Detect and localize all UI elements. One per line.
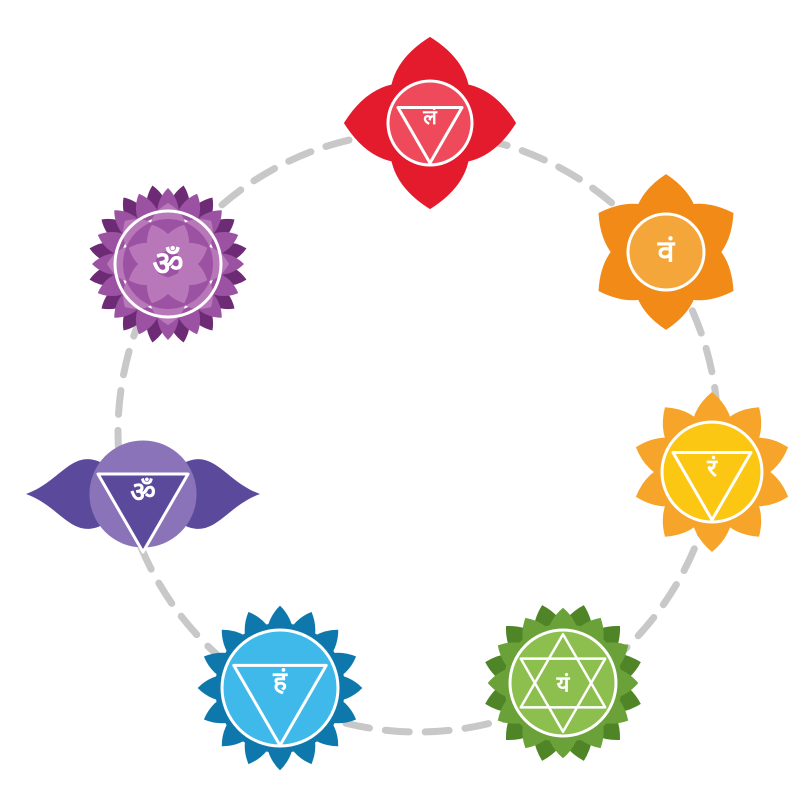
bija-symbol: रं bbox=[706, 454, 718, 482]
chakra-triangle bbox=[671, 451, 753, 522]
bija-symbol: यं bbox=[556, 673, 571, 698]
crown-chakra-icon: ॐ bbox=[89, 185, 247, 343]
chakra-triangle bbox=[396, 106, 464, 165]
bija-symbol: हं bbox=[272, 667, 288, 697]
chakra-group: लं वं रं यं हं ॐ ॐ bbox=[26, 36, 789, 771]
sacral-chakra-icon: वं bbox=[598, 174, 734, 330]
chakra-wing-left bbox=[26, 459, 107, 529]
chakra-wing-right bbox=[179, 459, 260, 529]
hexagram-up-triangle bbox=[519, 632, 607, 709]
heart-chakra-icon: यं bbox=[485, 605, 641, 761]
chakra-triangle bbox=[232, 663, 328, 747]
chakra-inner-circle bbox=[508, 628, 618, 738]
hexagram-down-triangle bbox=[519, 657, 607, 734]
chakra-outer-ring bbox=[113, 209, 223, 319]
chakra-triangle bbox=[96, 472, 190, 554]
bija-symbol: ॐ bbox=[130, 476, 156, 509]
solar-plexus-chakra-icon: रं bbox=[635, 392, 789, 552]
chakra-inner-circle bbox=[386, 79, 474, 167]
bija-symbol: वं bbox=[657, 235, 676, 270]
bija-symbol: ॐ bbox=[152, 244, 183, 284]
bija-symbol: लं bbox=[422, 105, 438, 129]
chakra-inner-circle bbox=[660, 420, 764, 524]
third-eye-chakra-icon: ॐ bbox=[26, 440, 260, 554]
root-chakra-icon: लं bbox=[343, 36, 517, 210]
chakra-body bbox=[123, 219, 213, 309]
throat-chakra-icon: हं bbox=[197, 605, 363, 771]
chakra-center-petal bbox=[146, 224, 177, 258]
chakra-inner-circle bbox=[626, 212, 706, 292]
